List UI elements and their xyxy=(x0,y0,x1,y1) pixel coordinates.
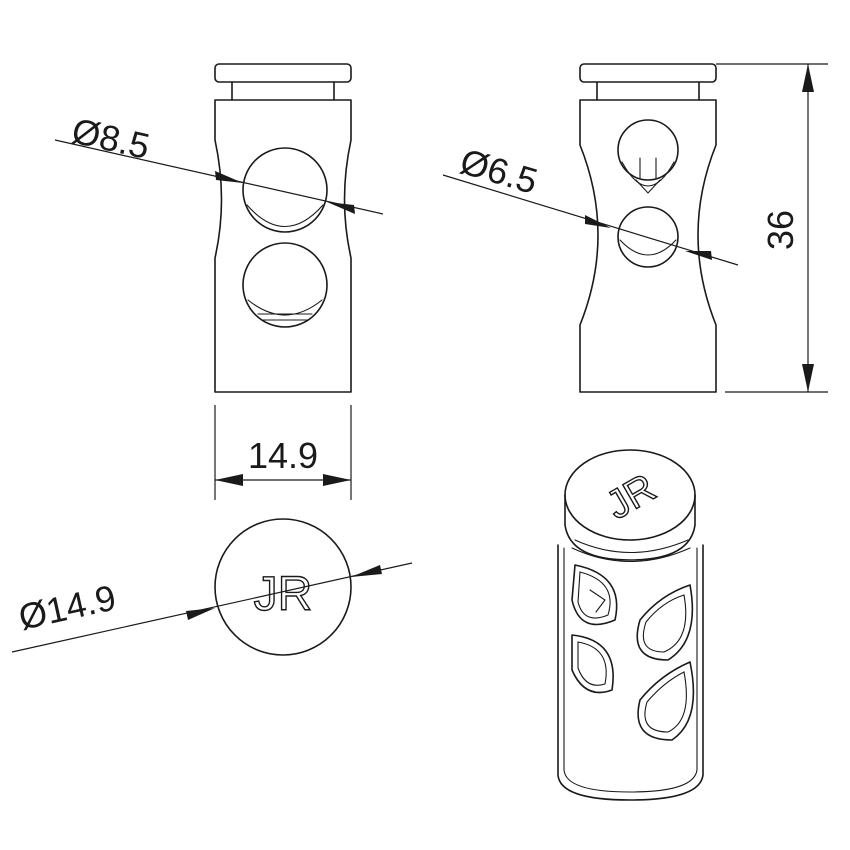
dimension-hole-small-arrow-right xyxy=(685,251,712,260)
iso-cap-logo: JR xyxy=(599,465,663,528)
dimension-width: 14.9 xyxy=(214,405,352,500)
iso-hole-lower-right-inner xyxy=(644,671,687,733)
dimension-hole-large-label: Ø8.5 xyxy=(68,110,153,167)
side-view-body xyxy=(579,99,717,393)
iso-hole-upper-left-notch xyxy=(589,589,606,613)
side-view-cap xyxy=(579,63,717,83)
front-view-lower-hole-inner xyxy=(247,299,323,316)
dimension-top-diameter-arrow-right xyxy=(351,565,382,577)
dimension-hole-small-arrow-left xyxy=(585,215,611,228)
dimension-top-diameter-line xyxy=(11,562,413,653)
iso-cap-side xyxy=(564,494,696,561)
dimension-top-diameter: Ø14.9 xyxy=(11,562,413,653)
dimension-width-label: 14.9 xyxy=(248,435,318,476)
front-view-cap xyxy=(214,63,352,83)
dimension-hole-large-arrow-right xyxy=(327,202,355,214)
dimension-top-diameter-arrow-left xyxy=(186,608,215,620)
dimension-top-diameter-label: Ø14.9 xyxy=(15,577,120,638)
side-view-lower-hole-inner xyxy=(619,239,677,256)
side-view-upper-hole-inner xyxy=(621,161,675,187)
front-view-upper-hole-inner xyxy=(246,204,324,227)
iso-hole-upper-right xyxy=(636,584,694,661)
dimension-hole-large-arrow-left xyxy=(215,171,243,183)
front-view-lower-hole xyxy=(242,242,328,328)
iso-hole-lower-right xyxy=(637,661,695,741)
iso-hole-upper-right-inner xyxy=(642,594,687,653)
side-view-upper-hole xyxy=(617,119,679,181)
isometric-view: JR xyxy=(557,449,704,801)
dimension-height-arrow-bottom xyxy=(802,364,814,392)
dimension-height-arrow-top xyxy=(802,64,814,92)
iso-cap-lower-ring xyxy=(574,539,689,553)
side-view xyxy=(579,63,717,393)
iso-hole-lower-left-inner xyxy=(577,641,607,686)
iso-neck-ring xyxy=(571,547,691,563)
iso-hole-upper-left xyxy=(571,564,618,626)
dimension-hole-small: Ø6.5 xyxy=(442,140,739,266)
front-view-body xyxy=(214,99,352,393)
iso-cap-top xyxy=(564,449,696,541)
iso-hole-lower-left xyxy=(571,634,614,694)
dimension-height-label: 36 xyxy=(760,210,801,250)
iso-body-outline xyxy=(557,544,704,801)
dimension-width-arrow-right xyxy=(323,474,351,486)
side-view-upper-notch xyxy=(635,179,661,194)
top-view-circle xyxy=(214,518,352,656)
side-view-lower-hole xyxy=(617,206,679,268)
dimension-width-arrow-left xyxy=(215,474,243,486)
top-view-logo: JR xyxy=(254,568,313,621)
front-view-upper-hole xyxy=(242,147,328,233)
front-view xyxy=(214,63,352,393)
iso-body-inner-edge xyxy=(563,547,698,793)
dimension-height: 36 xyxy=(716,63,828,393)
top-view: JR xyxy=(214,518,352,656)
iso-hole-upper-left-inner xyxy=(577,571,611,619)
